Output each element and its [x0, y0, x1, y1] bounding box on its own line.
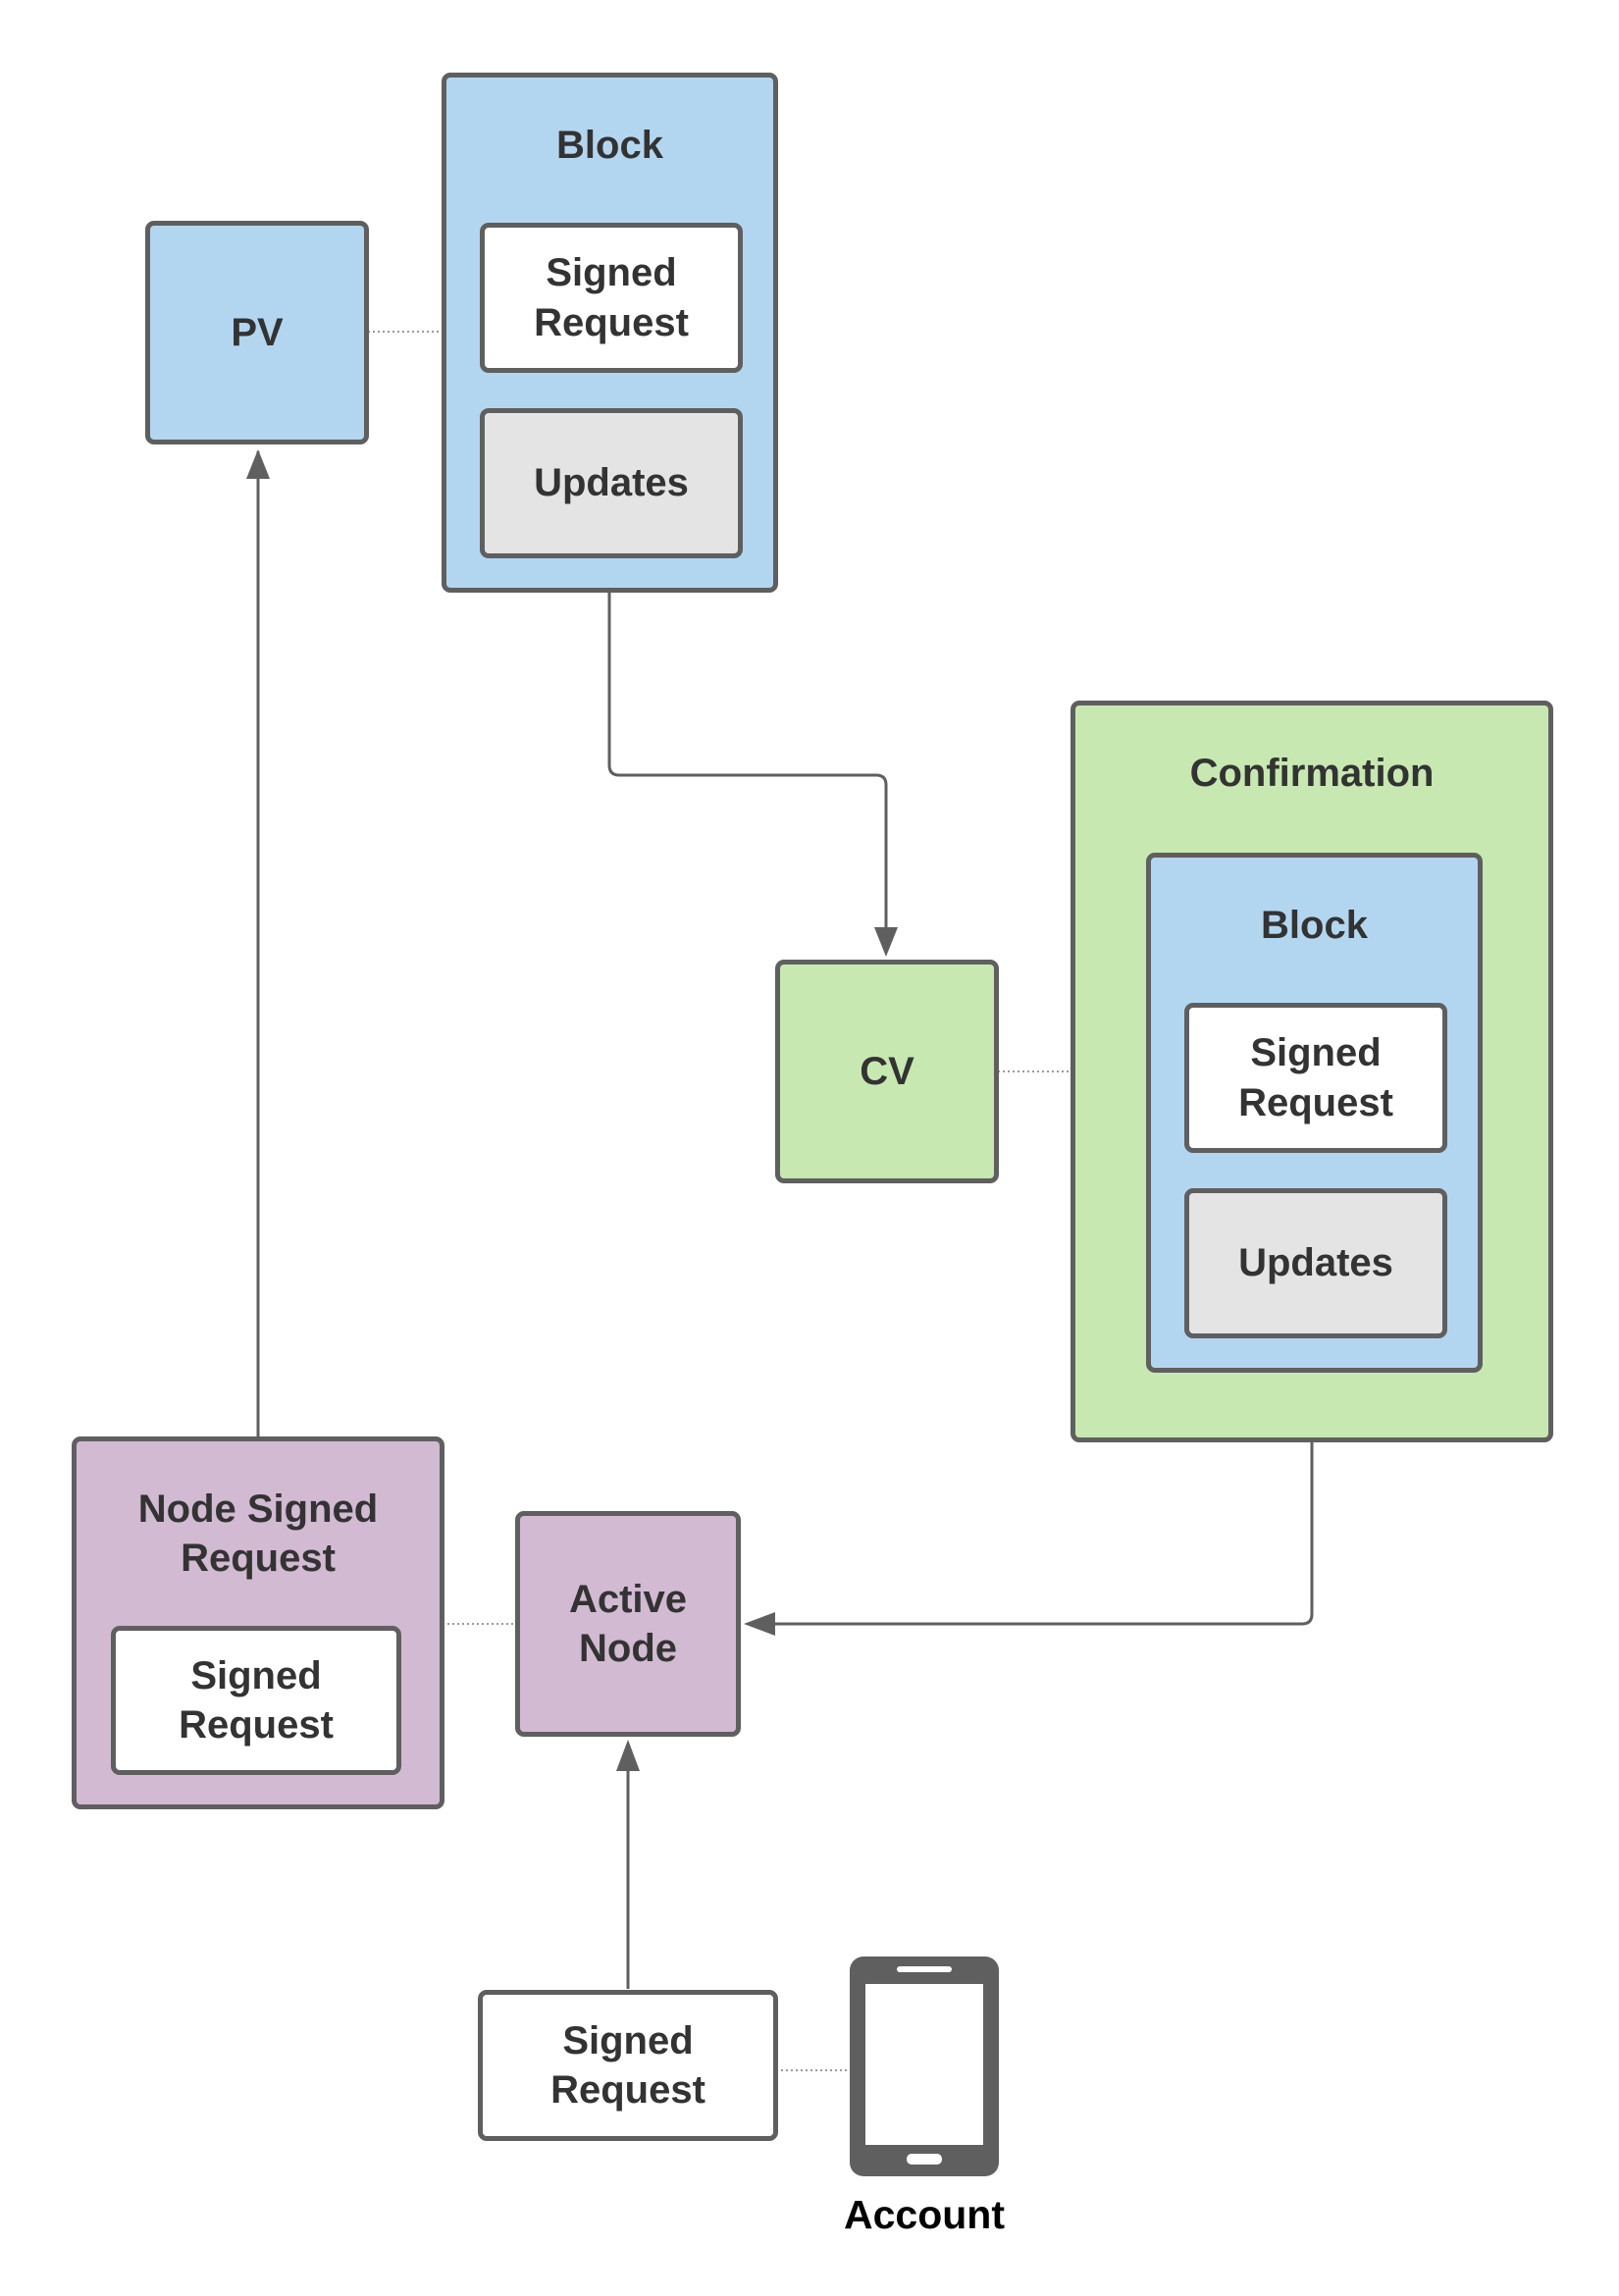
account-signed-request-label: Signed Request: [550, 2018, 705, 2112]
confirmation-block-updates-label: Updates: [1238, 1241, 1393, 1285]
node-signed-request-container: Node Signed Request Signed Request: [72, 1436, 444, 1809]
block-signed-request: Signed Request: [480, 223, 743, 373]
block-to-cv-arrow: [607, 591, 888, 927]
node-signed-request-title: Node Signed Request: [137, 1487, 379, 1580]
confirmation-container: Confirmation Block Signed Request Update…: [1071, 701, 1553, 1442]
confirmation-block-signed-request-label: Signed Request: [1238, 1031, 1393, 1124]
cv-node: CV: [775, 960, 999, 1183]
active-node-label: Active Node: [568, 1577, 688, 1670]
cv-label: CV: [860, 1049, 914, 1093]
block-title: Block: [556, 124, 663, 167]
block-updates-label: Updates: [534, 461, 689, 505]
account-label: Account: [844, 2192, 1005, 2237]
confirmation-title: Confirmation: [1189, 752, 1435, 795]
confirmation-block-updates: Updates: [1184, 1188, 1447, 1338]
node-signed-request-inner: Signed Request: [111, 1626, 401, 1775]
node-signed-request-inner-label: Signed Request: [179, 1653, 334, 1747]
smartphone-icon: [850, 1957, 999, 2176]
pv-node: PV: [145, 221, 369, 444]
block-signed-request-label: Signed Request: [534, 251, 689, 344]
account-signed-request: Signed Request: [478, 1990, 778, 2141]
pv-label: PV: [231, 310, 284, 354]
active-node: Active Node: [515, 1511, 741, 1737]
block-updates: Updates: [480, 408, 743, 558]
confirmation-block-title: Block: [1261, 904, 1368, 947]
block-container: Block Signed Request Updates: [442, 73, 778, 593]
confirmation-block: Block Signed Request Updates: [1146, 853, 1483, 1373]
confirmation-block-signed-request: Signed Request: [1184, 1003, 1447, 1153]
confirmation-to-active-node-arrow: [775, 1439, 1314, 1626]
